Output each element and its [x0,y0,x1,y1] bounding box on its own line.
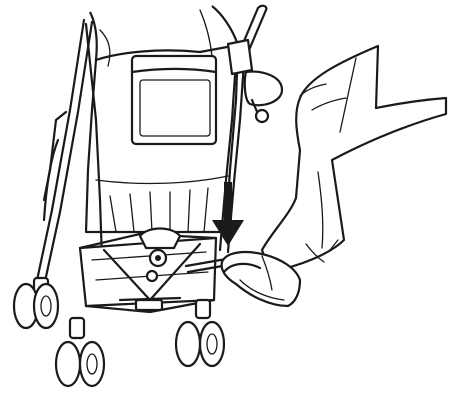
stroller-wheel-front-right [176,300,224,366]
stroller-canopy [86,6,238,232]
person-leg [262,46,446,272]
stroller-wheel-front-left [56,318,104,386]
stroller-wheel-rear-left [14,278,58,328]
